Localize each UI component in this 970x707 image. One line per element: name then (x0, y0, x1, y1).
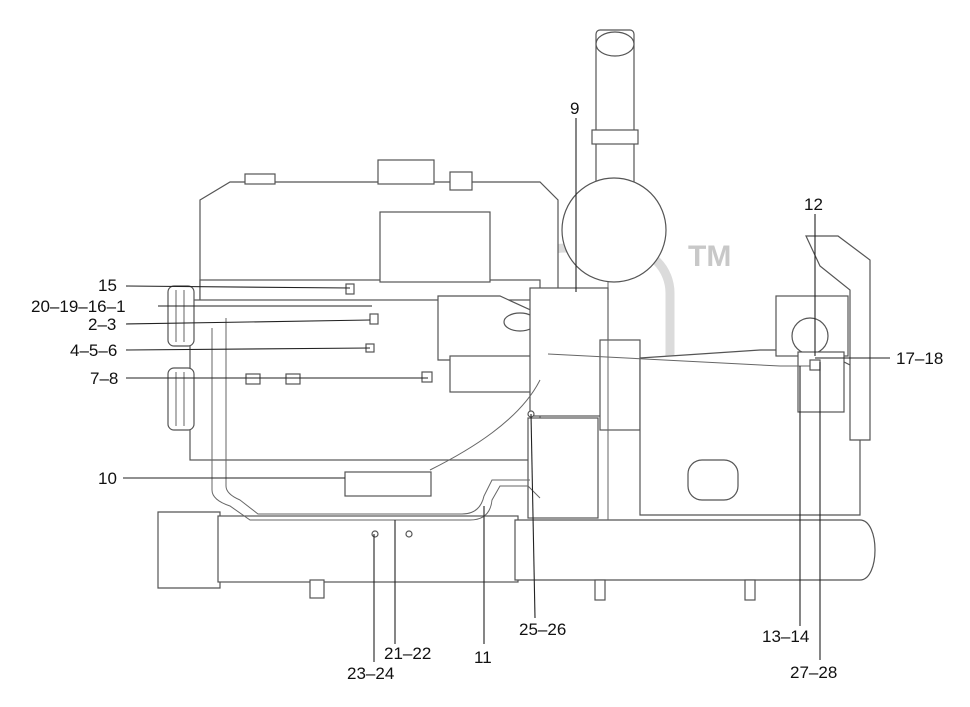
callout-20-19-16-1: 20–19–16–1 (31, 297, 126, 316)
callout-15: 15 (98, 276, 117, 295)
callout-13-14: 13–14 (762, 627, 809, 646)
callout-21-22: 21–22 (384, 644, 431, 663)
hoses (211, 300, 820, 521)
callout-11: 11 (474, 648, 492, 667)
callout-17-18: 17–18 (896, 349, 943, 368)
exhaust-stack (561, 29, 667, 300)
callout-7-8: 7–8 (90, 369, 118, 388)
callout-12: 12 (804, 195, 823, 214)
callout-labels: 15 20–19–16–1 2–3 4–5–6 7–8 10 9 12 17–1… (31, 99, 943, 683)
callout-27-28: 27–28 (790, 663, 837, 682)
callout-9: 9 (570, 99, 579, 118)
callout-10: 10 (98, 469, 117, 488)
callout-23-24: 23–24 (347, 664, 394, 683)
callout-4-5-6: 4–5–6 (70, 341, 117, 360)
callout-2-3: 2–3 (88, 315, 116, 334)
front-pulleys (167, 285, 195, 431)
flywheel-housing (527, 287, 641, 519)
bracket-plate (437, 295, 549, 393)
trademark-text: TM (688, 240, 731, 273)
transmission (639, 235, 871, 516)
chassis-frame (157, 511, 876, 601)
leader-lines (123, 118, 890, 662)
callout-25-26: 25–26 (519, 620, 566, 639)
